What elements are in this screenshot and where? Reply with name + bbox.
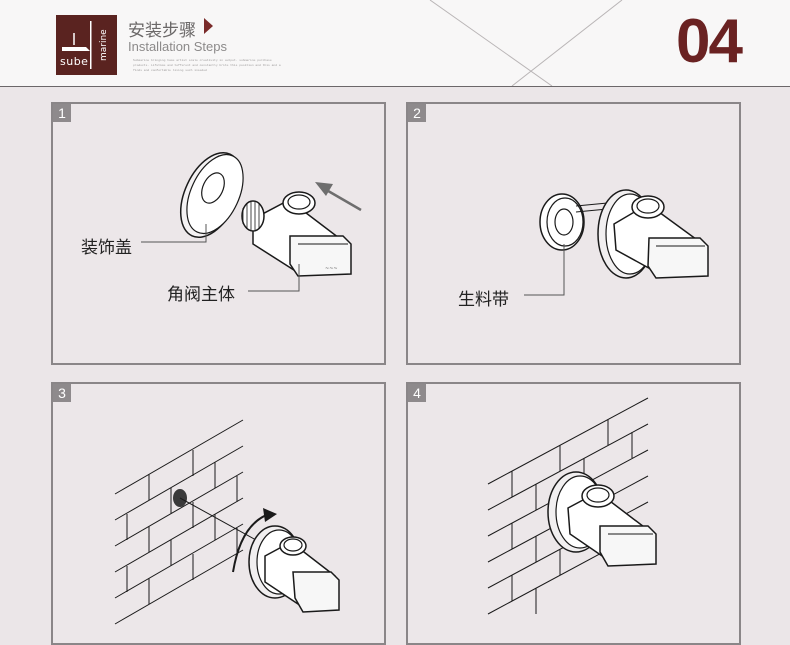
section-title-en: Installation Steps xyxy=(128,39,228,54)
step-panel-4: 4 xyxy=(406,382,741,645)
step-2-illustration xyxy=(524,189,709,296)
label-decorative-cover: 装饰盖 xyxy=(81,238,132,258)
step-number: 04 xyxy=(676,7,743,76)
logo-side-text: marine xyxy=(99,29,109,61)
step-badge: 4 xyxy=(408,384,426,402)
svg-text:~~~: ~~~ xyxy=(325,266,338,272)
step-4-illustration xyxy=(487,397,657,615)
header-fine-print: Submarine bringing home artist scale cre… xyxy=(133,59,281,72)
step-badge: 2 xyxy=(408,104,426,122)
page-header: sube marine 安装步骤 Installation Steps Subm… xyxy=(0,0,790,87)
step-badge: 3 xyxy=(53,384,71,402)
step-panel-3: 3 xyxy=(51,382,386,645)
label-valve-body: 角阀主体 xyxy=(167,285,235,305)
section-title-cn: 安装步骤 xyxy=(128,21,196,41)
step-badge: 1 xyxy=(53,104,71,122)
logo-text: sube xyxy=(60,55,89,68)
play-arrow-icon xyxy=(204,18,213,34)
label-sealing-tape: 生料带 xyxy=(458,290,509,310)
step-1-illustration: ~~~ xyxy=(141,152,362,292)
header-decorative-lines xyxy=(429,0,623,86)
step-panel-2: 2 生料带 xyxy=(406,102,741,365)
step-3-illustration xyxy=(114,419,340,625)
brand-logo: sube marine xyxy=(56,15,117,75)
step-panel-1: ~~~ 1 装饰盖 角阀主体 xyxy=(51,102,386,365)
submarine-icon xyxy=(62,21,92,69)
